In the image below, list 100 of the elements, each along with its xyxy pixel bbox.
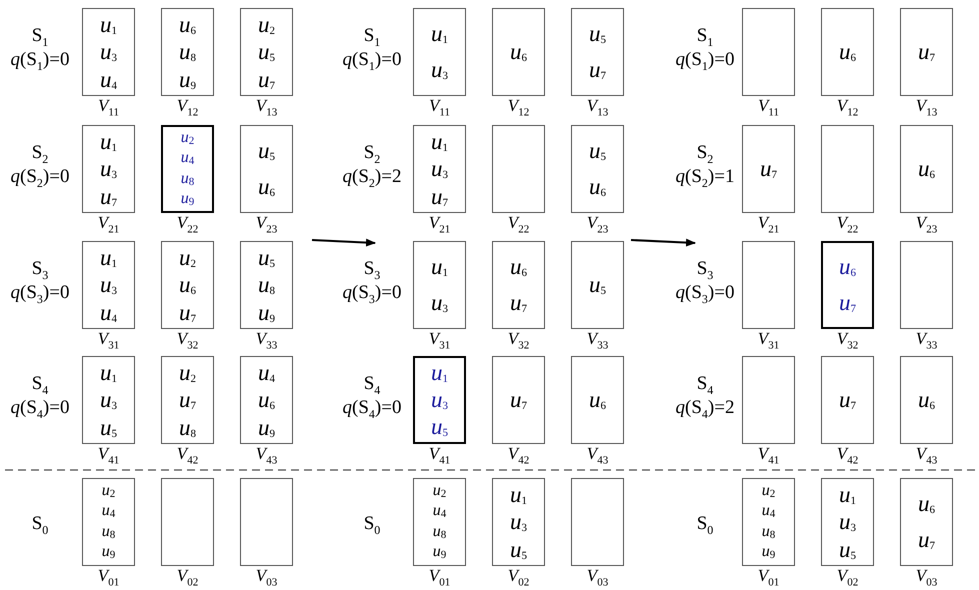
set-box [492, 8, 545, 96]
column-caption: V$_{13}$ [254, 97, 278, 118]
set-label: S$_{1}$ [30, 26, 50, 48]
set-label: S$_{4}$ [696, 374, 714, 396]
element-label: u$_{9}$ [180, 190, 194, 208]
column-caption: V$_{23}$ [914, 214, 938, 236]
element-label: u$_{7}$ [179, 300, 196, 324]
element-label: u$_{3}$ [431, 58, 448, 82]
element-label: u$_{6}$ [510, 254, 527, 279]
element-label: u$_{9}$ [258, 416, 275, 440]
set-box [492, 125, 545, 213]
set-label: S$_{2}$ [696, 143, 714, 165]
set-label: S$_{2}$ [30, 143, 50, 165]
element-label: u$_{1}$ [100, 246, 117, 270]
element-label: u$_{2}$ [102, 482, 116, 500]
set-box [821, 8, 874, 96]
element-label: u$_{3}$ [431, 291, 448, 316]
quality-label: q(S$_{1}$)=0 [674, 50, 736, 72]
set-box [240, 125, 293, 213]
element-label: u$_{1}$ [431, 22, 448, 46]
set-box [82, 356, 135, 444]
element-label: u$_{5}$ [431, 415, 448, 439]
column-caption: V$_{33}$ [254, 330, 278, 352]
set-label: S$_{4}$ [30, 374, 50, 396]
element-label: u$_{7}$ [589, 58, 606, 82]
column-caption: V$_{12}$ [506, 97, 530, 118]
element-label: u$_{2}$ [432, 482, 446, 500]
column-caption: V$_{31}$ [428, 330, 452, 352]
column-caption: V$_{32}$ [506, 330, 530, 352]
set-box [413, 356, 466, 444]
quality-label: q(S$_{1}$)=0 [10, 50, 70, 72]
set-box [742, 241, 795, 329]
column-caption: V$_{02}$ [176, 567, 200, 588]
element-label: u$_{4}$ [762, 503, 776, 520]
column-caption: V$_{22}$ [506, 214, 530, 236]
quality-label: q(S$_{2}$)=0 [10, 167, 70, 189]
element-label: u$_{6}$ [258, 388, 275, 412]
column-caption: V$_{03}$ [586, 567, 610, 588]
element-label: u$_{2}$ [179, 246, 196, 270]
column-caption: V$_{02}$ [506, 567, 530, 588]
set-box [742, 478, 795, 566]
set-label: S$_{0}$ [696, 514, 714, 536]
element-label: u$_{1}$ [100, 130, 117, 154]
element-label: u$_{5}$ [589, 22, 606, 46]
column-caption: V$_{21}$ [756, 214, 780, 236]
element-label: u$_{6}$ [258, 175, 275, 200]
element-label: u$_{4}$ [100, 300, 117, 324]
set-box [742, 356, 795, 444]
element-label: u$_{5}$ [589, 273, 606, 297]
set-label: S$_{1}$ [696, 26, 714, 48]
column-caption: V$_{41}$ [756, 445, 780, 466]
column-caption: V$_{02}$ [836, 567, 860, 588]
element-label: u$_{5}$ [510, 538, 527, 562]
element-label: u$_{5}$ [100, 416, 117, 440]
set-box [900, 8, 953, 96]
column-caption: V$_{11}$ [97, 97, 120, 118]
column-caption: V$_{33}$ [914, 330, 938, 352]
column-caption: V$_{11}$ [757, 97, 780, 118]
column-caption: V$_{31}$ [96, 330, 120, 352]
element-label: u$_{3}$ [839, 510, 856, 534]
set-box [571, 356, 624, 444]
set-box [413, 478, 466, 566]
element-label: u$_{6}$ [589, 175, 606, 200]
set-box [900, 241, 953, 329]
set-box [742, 125, 795, 213]
set-box [571, 478, 624, 566]
element-label: u$_{6}$ [918, 157, 935, 181]
element-label: u$_{7}$ [918, 40, 935, 64]
element-label: u$_{9}$ [258, 300, 275, 324]
element-label: u$_{8}$ [432, 524, 446, 541]
element-label: u$_{7}$ [839, 291, 856, 315]
element-label: u$_{6}$ [839, 255, 856, 279]
element-label: u$_{7}$ [258, 68, 275, 92]
quality-label: q(S$_{3}$)=0 [10, 283, 70, 305]
set-box [821, 478, 874, 566]
set-box [161, 478, 214, 566]
quality-label: q(S$_{3}$)=0 [674, 283, 736, 305]
element-label: u$_{4}$ [100, 68, 117, 92]
set-box [821, 241, 874, 329]
set-box [571, 241, 624, 329]
element-label: u$_{3}$ [431, 157, 448, 181]
column-caption: V$_{13}$ [914, 97, 938, 118]
column-caption: V$_{43}$ [914, 445, 938, 466]
element-label: u$_{1}$ [431, 361, 448, 385]
element-label: u$_{1}$ [100, 360, 117, 384]
set-label: S$_{3}$ [696, 259, 714, 281]
set-box [161, 125, 214, 213]
set-box [492, 478, 545, 566]
element-label: u$_{6}$ [510, 40, 527, 64]
column-caption: V$_{03}$ [914, 567, 938, 588]
column-caption: V$_{32}$ [176, 330, 200, 352]
column-caption: V$_{21}$ [96, 214, 120, 236]
element-label: u$_{3}$ [100, 157, 117, 181]
element-label: u$_{9}$ [762, 544, 776, 562]
set-box [240, 8, 293, 96]
element-label: u$_{8}$ [762, 524, 776, 541]
set-box [571, 125, 624, 213]
set-box [82, 125, 135, 213]
column-caption: V$_{23}$ [586, 214, 610, 236]
element-label: u$_{4}$ [102, 503, 116, 520]
